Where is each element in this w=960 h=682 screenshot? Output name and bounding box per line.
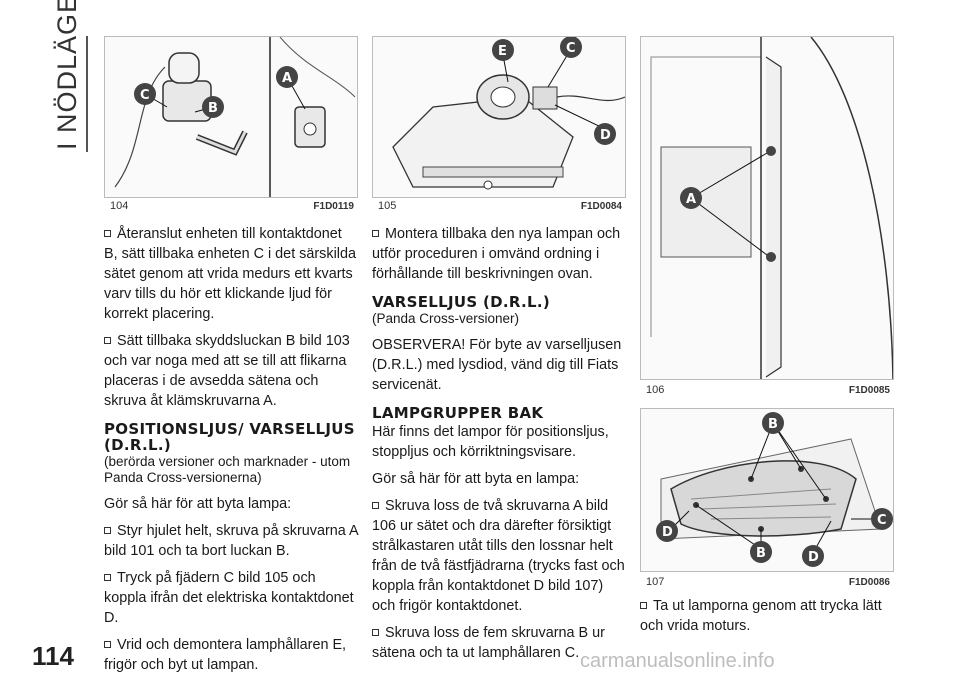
figure-107-illustration: B D C B D bbox=[641, 409, 893, 571]
text-column-1: Återanslut enheten till kontaktdonet B, … bbox=[104, 224, 358, 682]
svg-text:C: C bbox=[140, 88, 150, 103]
svg-text:B: B bbox=[768, 417, 778, 432]
figure-105-illustration: E C D bbox=[373, 37, 625, 197]
section-subheading: (Panda Cross-versioner) bbox=[372, 311, 520, 326]
paragraph: Styr hjulet helt, skruva på skruvarna A … bbox=[104, 523, 358, 559]
svg-text:C: C bbox=[877, 513, 887, 528]
paragraph: Här finns det lampor för positionsljus, … bbox=[372, 424, 609, 460]
callout-a: A bbox=[680, 187, 702, 209]
svg-text:D: D bbox=[600, 128, 611, 143]
svg-text:A: A bbox=[282, 71, 292, 86]
watermark: carmanualsonline.info bbox=[580, 650, 775, 672]
figure-104-illustration: C B A bbox=[105, 37, 357, 197]
paragraph: Skruva loss de två skruvarna A bild 106 … bbox=[372, 498, 625, 614]
section-title: I NÖDLÄGE bbox=[52, 0, 82, 150]
callout-e: E bbox=[492, 39, 514, 61]
callout-c: C bbox=[871, 508, 893, 530]
svg-text:B: B bbox=[208, 101, 218, 116]
figure-104-number: 104 bbox=[110, 200, 129, 212]
figure-104: C B A bbox=[104, 36, 358, 198]
section-divider bbox=[86, 36, 88, 152]
figure-104-code: F1D0119 bbox=[313, 201, 354, 212]
svg-text:E: E bbox=[498, 44, 507, 59]
figure-106-number: 106 bbox=[646, 384, 665, 396]
callout-c: C bbox=[134, 83, 156, 105]
paragraph: Återanslut enheten till kontaktdonet B, … bbox=[104, 224, 358, 324]
paragraph: Vrid och demontera lamphållaren E, frigö… bbox=[104, 635, 358, 675]
callout-b: B bbox=[202, 96, 224, 118]
callout-d-left: D bbox=[656, 520, 678, 542]
figure-106-code: F1D0085 bbox=[848, 385, 890, 396]
callout-d-bottom: D bbox=[802, 545, 824, 567]
paragraph: Ta ut lamporna genom att trycka lätt och… bbox=[640, 596, 894, 636]
section-heading: POSITIONSLJUS/ VARSELLJUS (D.R.L.) bbox=[104, 420, 355, 454]
paragraph: Tryck på fjädern C bild 105 och koppla i… bbox=[104, 568, 358, 628]
text-column-2: Montera tillbaka den nya lampan och utfö… bbox=[372, 224, 626, 670]
section-heading: LAMPGRUPPER BAK bbox=[372, 404, 544, 422]
callout-b-top: B bbox=[762, 412, 784, 434]
page-number: 114 bbox=[32, 641, 74, 671]
svg-text:D: D bbox=[808, 550, 819, 565]
callout-b-bottom: B bbox=[750, 541, 772, 563]
svg-text:C: C bbox=[566, 41, 576, 56]
svg-text:A: A bbox=[686, 192, 696, 207]
figure-105-code: F1D0084 bbox=[580, 201, 622, 212]
svg-text:B: B bbox=[756, 546, 766, 561]
paragraph: Sätt tillbaka skyddsluckan B bild 103 oc… bbox=[104, 331, 358, 411]
section-subheading: (berörda versioner och marknader - utom … bbox=[104, 454, 351, 485]
paragraph: Skruva loss de fem skruvarna B ur sätena… bbox=[372, 623, 626, 663]
figure-107: B D C B D bbox=[640, 408, 894, 572]
paragraph: Gör så här för att byta en lampa: bbox=[372, 471, 580, 487]
figure-105-number: 105 bbox=[378, 200, 397, 212]
figure-105: E C D bbox=[372, 36, 626, 198]
callout-d: D bbox=[594, 123, 616, 145]
figure-107-code: F1D0086 bbox=[848, 577, 890, 588]
paragraph: Montera tillbaka den nya lampan och utfö… bbox=[372, 224, 626, 284]
figure-107-number: 107 bbox=[646, 576, 665, 588]
callout-a: A bbox=[276, 66, 298, 88]
svg-text:D: D bbox=[662, 525, 673, 540]
figure-106-illustration: A bbox=[641, 37, 893, 379]
figure-106: A bbox=[640, 36, 894, 380]
paragraph: OBSERVERA! För byte av varselljusen (D.R… bbox=[372, 337, 622, 393]
callout-c: C bbox=[560, 37, 582, 58]
text-column-3: Ta ut lamporna genom att trycka lätt och… bbox=[640, 596, 894, 643]
paragraph: Gör så här för att byta lampa: bbox=[104, 496, 292, 512]
section-heading: VARSELLJUS (D.R.L.) bbox=[372, 293, 551, 311]
